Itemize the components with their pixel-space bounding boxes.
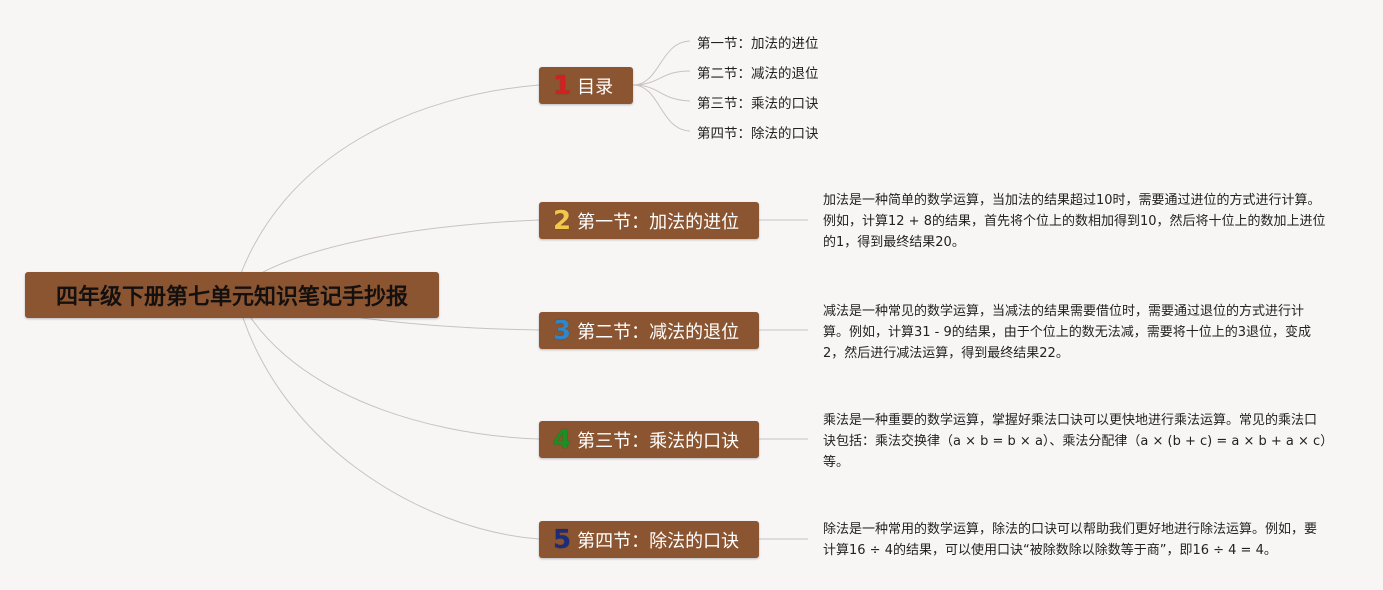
- branch-label: 第三节：乘法的口诀: [577, 430, 740, 452]
- branch-toc[interactable]: 1 目录: [539, 67, 633, 104]
- branch-label: 第一节：加法的进位: [577, 211, 740, 233]
- link-toc-1: [632, 40, 691, 86]
- link-root-to-branch-1: [234, 84, 540, 291]
- toc-item-2[interactable]: 第二节：减法的退位: [697, 66, 819, 82]
- number-3-icon: 3: [553, 315, 572, 346]
- link-toc-2: [632, 70, 691, 86]
- link-root-to-branch-4: [234, 289, 540, 440]
- branch-label: 第四节：除法的口诀: [577, 530, 740, 552]
- link-toc-4: [632, 84, 691, 132]
- toc-item-4[interactable]: 第四节：除法的口诀: [697, 126, 819, 142]
- branch-multiplication[interactable]: 4 第三节：乘法的口诀: [539, 421, 759, 458]
- number-1-icon: 1: [553, 70, 572, 101]
- detail-division[interactable]: 除法是一种常用的数学运算，除法的口诀可以帮助我们更好地进行除法运算。例如，要计算…: [823, 522, 1318, 558]
- root-title: 四年级下册第七单元知识笔记手抄报: [55, 285, 408, 310]
- branch-label: 目录: [577, 76, 614, 98]
- branch-label: 第二节：减法的退位: [577, 321, 740, 343]
- number-5-icon: 5: [553, 524, 572, 555]
- link-toc-3: [632, 84, 691, 102]
- detail-addition[interactable]: 加法是一种简单的数学运算，当加法的结果超过10时，需要通过进位的方式进行计算。例…: [823, 193, 1326, 250]
- toc-item-1[interactable]: 第一节：加法的进位: [697, 36, 819, 52]
- detail-subtraction[interactable]: 减法是一种常见的数学运算，当减法的结果需要借位时，需要通过退位的方式进行计算。例…: [823, 304, 1312, 361]
- branch-addition[interactable]: 2 第一节：加法的进位: [539, 202, 759, 239]
- number-2-icon: 2: [553, 205, 572, 236]
- detail-multiplication[interactable]: 乘法是一种重要的数学运算，掌握好乘法口诀可以更快地进行乘法运算。常见的乘法口诀包…: [823, 413, 1327, 470]
- branch-division[interactable]: 5 第四节：除法的口诀: [539, 521, 759, 558]
- link-root-to-branch-5: [234, 289, 540, 540]
- branch-subtraction[interactable]: 3 第二节：减法的退位: [539, 312, 759, 349]
- root-topic[interactable]: 四年级下册第七单元知识笔记手抄报: [25, 272, 439, 318]
- number-4-icon: 4: [553, 424, 572, 455]
- toc-item-3[interactable]: 第三节：乘法的口诀: [697, 96, 819, 112]
